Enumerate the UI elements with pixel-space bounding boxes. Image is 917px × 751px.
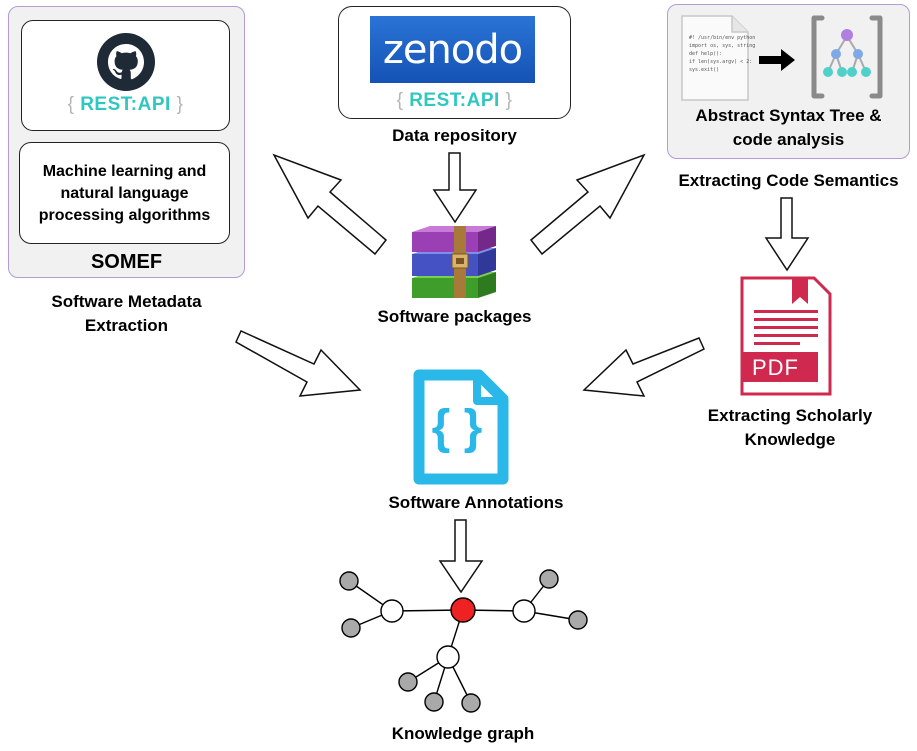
ast-title-line-2: code analysis: [732, 130, 845, 149]
zenodo-rest-api-label: { REST:API }: [338, 90, 571, 112]
arrow-code-to-pdf: [764, 197, 810, 272]
pdf-icon: [740, 276, 832, 396]
brace-open: {: [67, 94, 75, 115]
code-file-icon: [681, 15, 749, 101]
graph-node-left: [380, 599, 404, 623]
code-line-2: import os, sys, string: [689, 43, 756, 49]
rest-api-text: REST:API: [80, 94, 171, 115]
code-file-text: #! /usr/bin/env python import os, sys, s…: [689, 34, 755, 74]
ml-line-2: natural language: [60, 185, 189, 202]
zenodo-logo-text: zenodo: [382, 26, 523, 73]
somef-caption: Software Metadata Extraction: [8, 290, 245, 338]
ml-line-1: Machine learning and: [42, 163, 207, 180]
json-file-icon: [413, 369, 509, 485]
arrow-pdf-to-annotations: [582, 337, 705, 397]
ml-nlp-text: Machine learning and natural language pr…: [19, 161, 230, 227]
knowledge-caption: Knowledge graph: [391, 724, 535, 743]
graph-node-right: [512, 599, 536, 623]
somef-rest-api-label: { REST:API }: [21, 94, 230, 116]
pdf-label: PDF: [752, 355, 799, 380]
somef-caption-line-2: Extraction: [84, 316, 169, 335]
scholarly-caption-line-1: Extracting Scholarly: [707, 406, 873, 425]
scholarly-caption: Extracting Scholarly Knowledge: [670, 404, 910, 452]
graph-leaf: [539, 569, 559, 589]
annotations-caption: Software Annotations: [388, 493, 564, 512]
zenodo-logo: zenodo: [370, 16, 535, 83]
ast-title: Abstract Syntax Tree & code analysis: [667, 104, 910, 152]
graph-leaf: [461, 693, 481, 713]
code-line-4: if len(sys.argv) < 2:: [689, 59, 753, 65]
repository-caption: Data repository: [392, 126, 517, 145]
archive-icon: [412, 226, 496, 298]
syntax-tree-icon: [811, 15, 883, 99]
code-line-5: sys.exit(): [689, 67, 720, 73]
arrow-somef-to-annotations: [235, 330, 362, 397]
somef-title: SOMEF: [90, 251, 163, 273]
brace-close: }: [505, 90, 513, 111]
graph-icon: [339, 569, 588, 713]
code-line-3: def help():: [689, 51, 723, 57]
arrow-annotations-to-graph: [438, 519, 484, 594]
packages-caption: Software packages: [377, 307, 532, 326]
graph-leaf: [424, 692, 444, 712]
arrow-right-icon: [759, 49, 795, 71]
scholarly-caption-line-2: Knowledge: [744, 430, 836, 449]
graph-leaf: [568, 610, 588, 630]
arrow-packages-to-somef: [272, 153, 388, 256]
rest-api-text: REST:API: [409, 90, 500, 111]
github-icon: [97, 33, 155, 91]
code-caption: Extracting Code Semantics: [678, 171, 899, 190]
ast-title-line-1: Abstract Syntax Tree &: [695, 106, 882, 125]
code-line-1: #! /usr/bin/env python: [689, 35, 756, 41]
brace-close: }: [176, 94, 184, 115]
arrow-packages-to-code: [529, 153, 646, 256]
graph-leaf: [339, 571, 359, 591]
graph-leaf: [341, 618, 361, 638]
json-braces: { }: [431, 401, 483, 454]
ml-line-3: processing algorithms: [38, 207, 211, 224]
graph-leaf: [398, 672, 418, 692]
graph-node-bottom: [436, 645, 460, 669]
somef-caption-line-1: Software Metadata: [51, 292, 202, 311]
graph-node-center: [450, 597, 476, 623]
arrow-repo-to-packages: [432, 152, 478, 224]
brace-open: {: [396, 90, 404, 111]
ml-nlp-box: [19, 142, 230, 244]
